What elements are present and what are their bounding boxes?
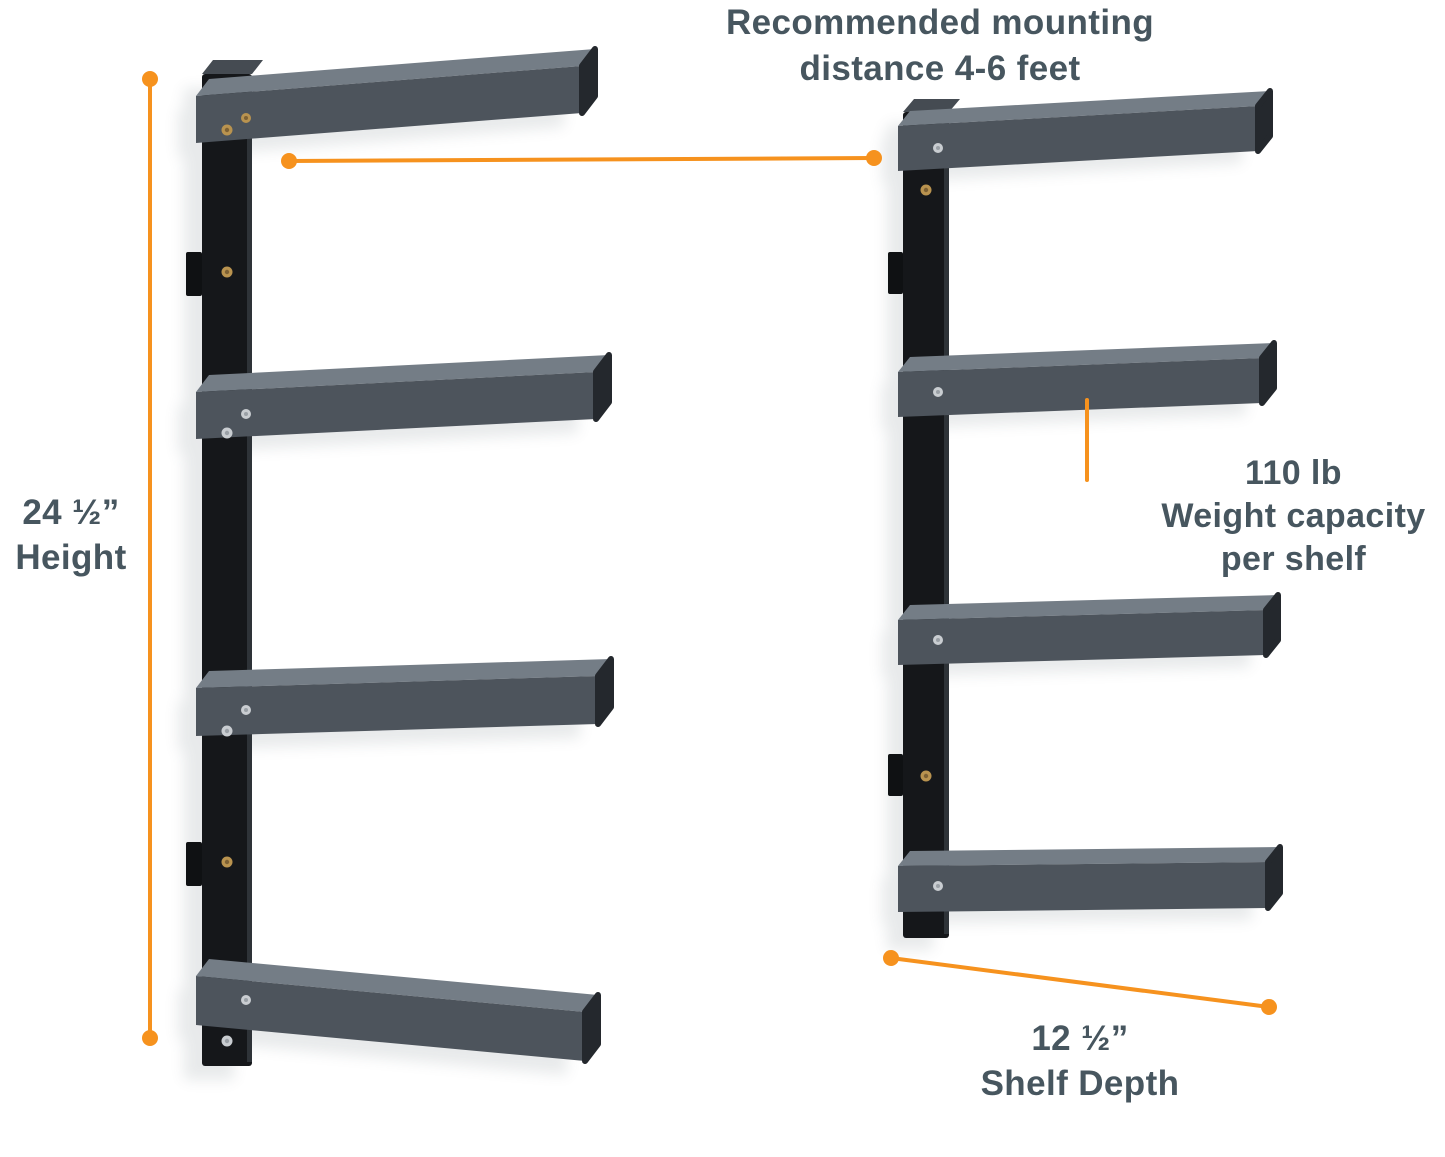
- right-shelf-arm-4: [898, 844, 1283, 912]
- left-shelf-arm-2: [196, 352, 612, 439]
- left-shelf-arm-4: [196, 959, 601, 1064]
- mounting-distance-annotation: Recommended mounting distance 4-6 feet: [630, 0, 1250, 92]
- height-annotation: 24 ½” Height: [0, 490, 142, 580]
- right-rack: [888, 88, 1283, 938]
- weight-line3: per shelf: [1220, 540, 1367, 578]
- left-rail: [202, 60, 263, 1066]
- mounting-distance-line1: Recommended mounting: [725, 3, 1155, 42]
- shelf-depth-dimension-line: [883, 950, 1277, 1015]
- right-shelf-arm-1: [898, 88, 1273, 171]
- right-shelf-arm-3: [898, 592, 1281, 665]
- left-shelf-arm-1: [196, 46, 598, 143]
- left-rack: [186, 46, 614, 1066]
- left-rack-screws: [221, 113, 251, 1047]
- left-shelf-arm-3: [196, 656, 614, 736]
- height-label: Height: [15, 538, 127, 577]
- depth-value: 12 ½”: [1031, 1019, 1129, 1058]
- weight-line2: Weight capacity: [1161, 497, 1426, 535]
- height-value: 24 ½”: [22, 493, 120, 532]
- right-rack-screws: [920, 143, 943, 891]
- right-shelf-arm-2: [898, 340, 1277, 417]
- right-rail: [903, 99, 960, 938]
- mounting-distance-dimension-line: [281, 150, 882, 169]
- depth-label: Shelf Depth: [980, 1064, 1180, 1103]
- weight-capacity-annotation: 110 lb Weight capacity per shelf: [1142, 452, 1445, 581]
- height-dimension-line: [142, 71, 158, 1046]
- shelf-depth-annotation: 12 ½” Shelf Depth: [915, 1016, 1245, 1106]
- mounting-distance-line2: distance 4-6 feet: [799, 49, 1081, 88]
- left-mounting-tabs: [186, 252, 202, 886]
- weight-value: 110 lb: [1245, 454, 1342, 492]
- right-mounting-tabs: [888, 252, 903, 796]
